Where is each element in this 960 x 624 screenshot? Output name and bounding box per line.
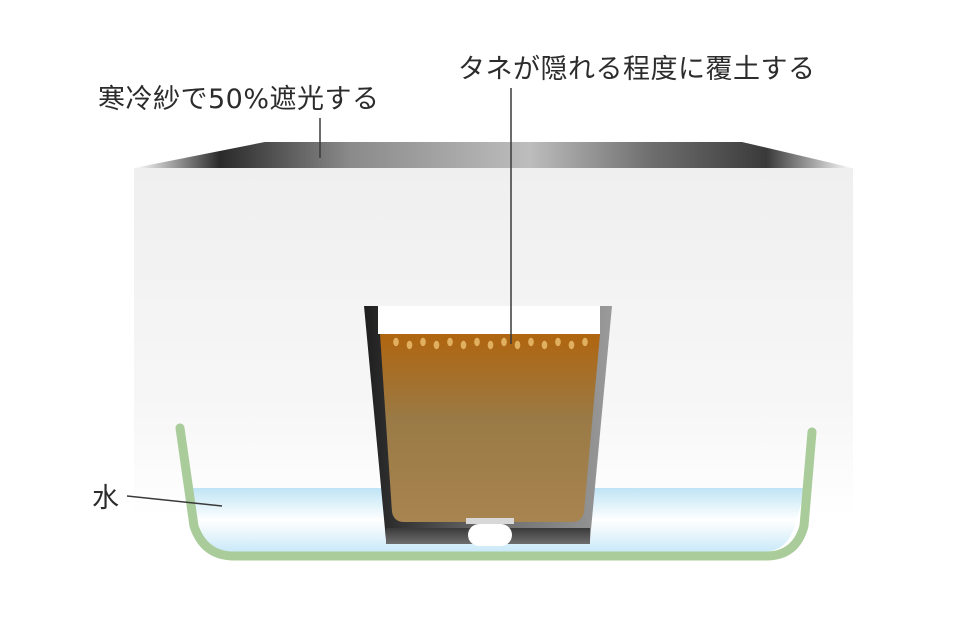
pot-rim-inner xyxy=(378,306,600,334)
seed xyxy=(568,340,575,350)
shade-cloth-top xyxy=(134,142,853,168)
seed xyxy=(460,340,467,350)
soil xyxy=(380,334,600,522)
seed xyxy=(501,337,507,347)
drain-hole xyxy=(468,524,512,546)
seed xyxy=(582,337,588,347)
soil-cover-label: タネが隠れる程度に覆土する xyxy=(458,54,816,85)
water-label: 水 xyxy=(92,483,120,514)
seed xyxy=(406,340,413,350)
seed xyxy=(541,340,548,350)
water-tray xyxy=(175,423,817,561)
seed xyxy=(393,337,399,347)
seed xyxy=(514,340,521,350)
drain-plate xyxy=(466,518,514,524)
seed xyxy=(555,337,561,347)
seed xyxy=(433,340,440,350)
shade-cloth-label: 寒冷紗で50%遮光する xyxy=(98,84,380,115)
leader-line-water xyxy=(126,495,223,507)
seed xyxy=(528,337,534,347)
seed xyxy=(487,340,494,350)
seed xyxy=(474,337,480,347)
seed-icon xyxy=(393,337,588,350)
seed xyxy=(420,337,426,347)
seed xyxy=(447,337,453,347)
